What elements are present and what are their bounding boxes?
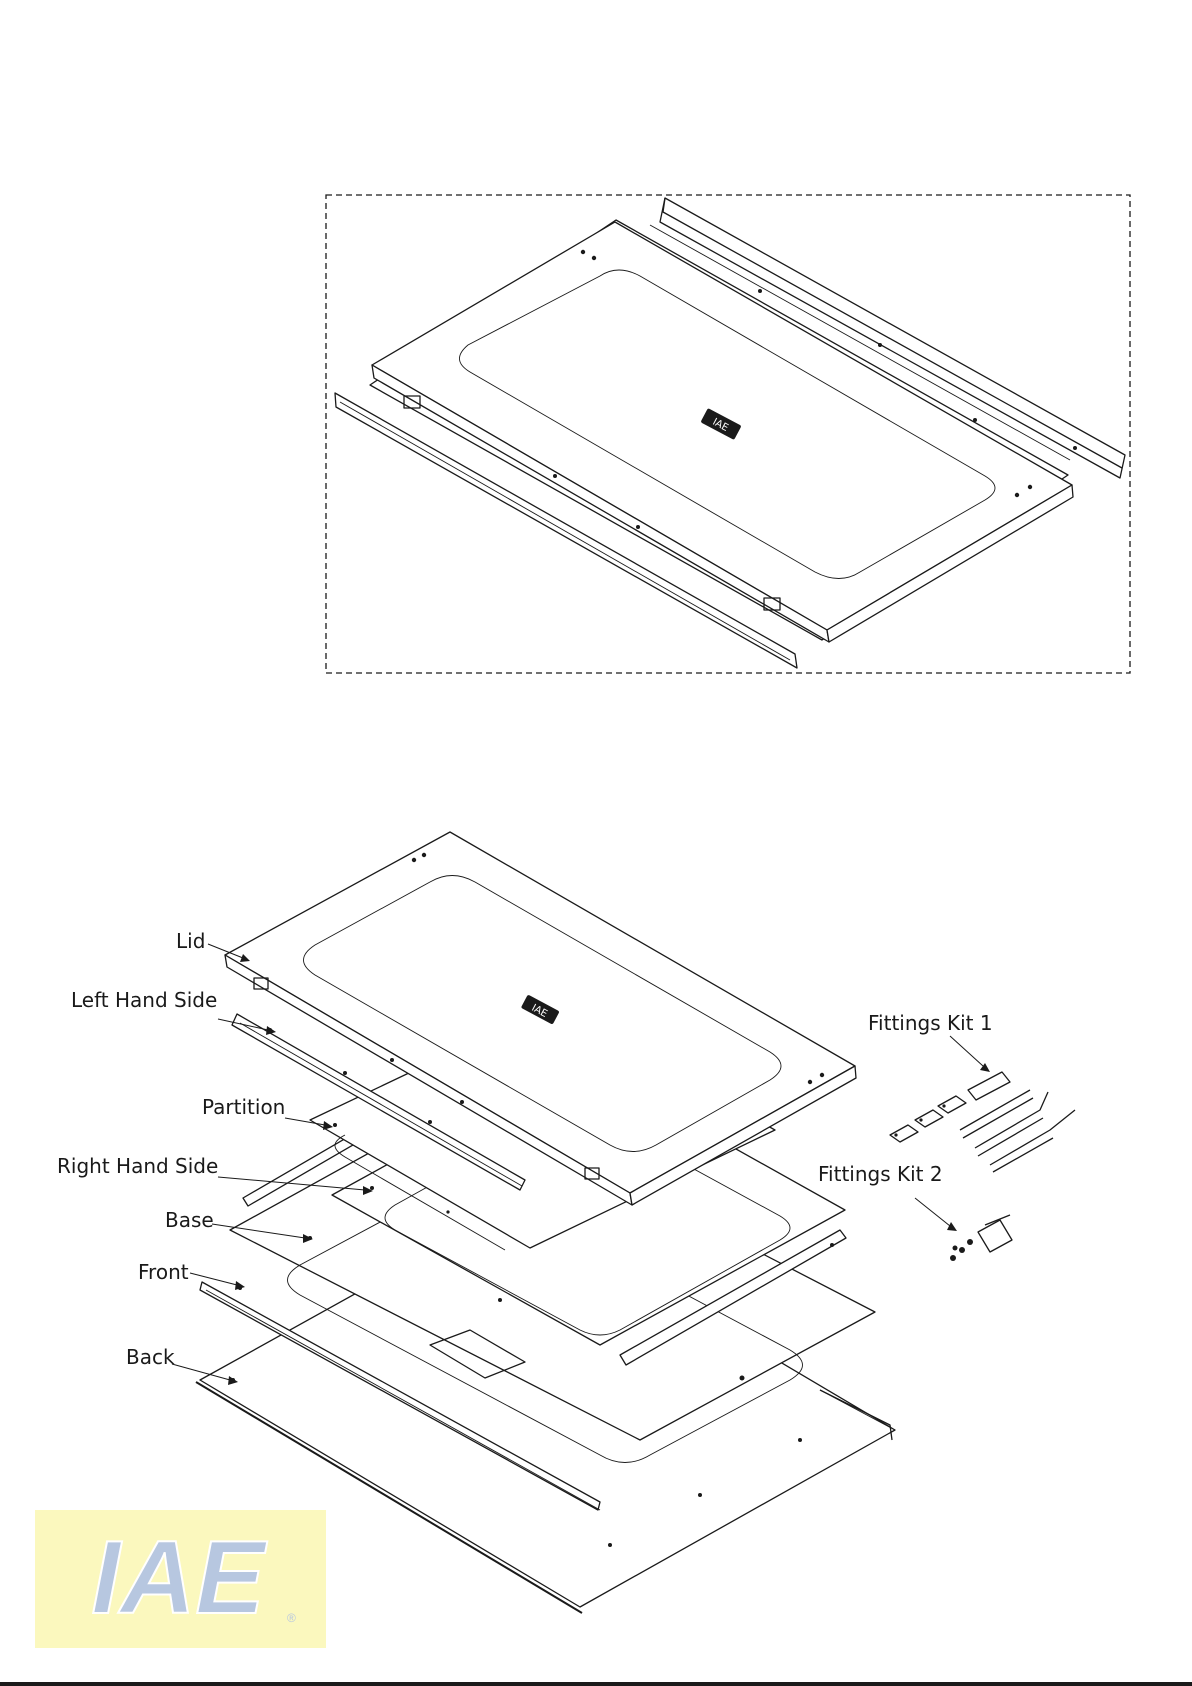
label-fittings-kit-1: Fittings Kit 1 xyxy=(868,1011,993,1035)
label-partition: Partition xyxy=(202,1095,285,1119)
exploded-view: IAE xyxy=(57,832,1075,1613)
label-front: Front xyxy=(138,1260,189,1284)
label-fittings-kit-2: Fittings Kit 2 xyxy=(818,1162,943,1186)
assembled-lid: IAE xyxy=(372,222,1077,642)
logo-registered-mark: ® xyxy=(287,1611,296,1625)
fittings-kit-1 xyxy=(890,1072,1075,1172)
logo-text: IAE xyxy=(91,1520,267,1636)
leader-front xyxy=(190,1273,245,1290)
label-left-hand-side: Left Hand Side xyxy=(71,988,217,1012)
assembled-view: IAE xyxy=(326,195,1130,673)
leader-fittings-kit-2 xyxy=(915,1198,957,1231)
page-bottom-rule xyxy=(0,1682,1192,1686)
company-logo: IAE ® xyxy=(35,1510,326,1648)
leader-fittings-kit-1 xyxy=(950,1036,990,1072)
fittings-kit-2 xyxy=(950,1215,1012,1261)
label-back: Back xyxy=(126,1345,175,1369)
part-lid: IAE xyxy=(225,832,856,1205)
label-right-hand-side: Right Hand Side xyxy=(57,1154,218,1178)
label-base: Base xyxy=(165,1208,214,1232)
label-lid: Lid xyxy=(176,929,205,953)
